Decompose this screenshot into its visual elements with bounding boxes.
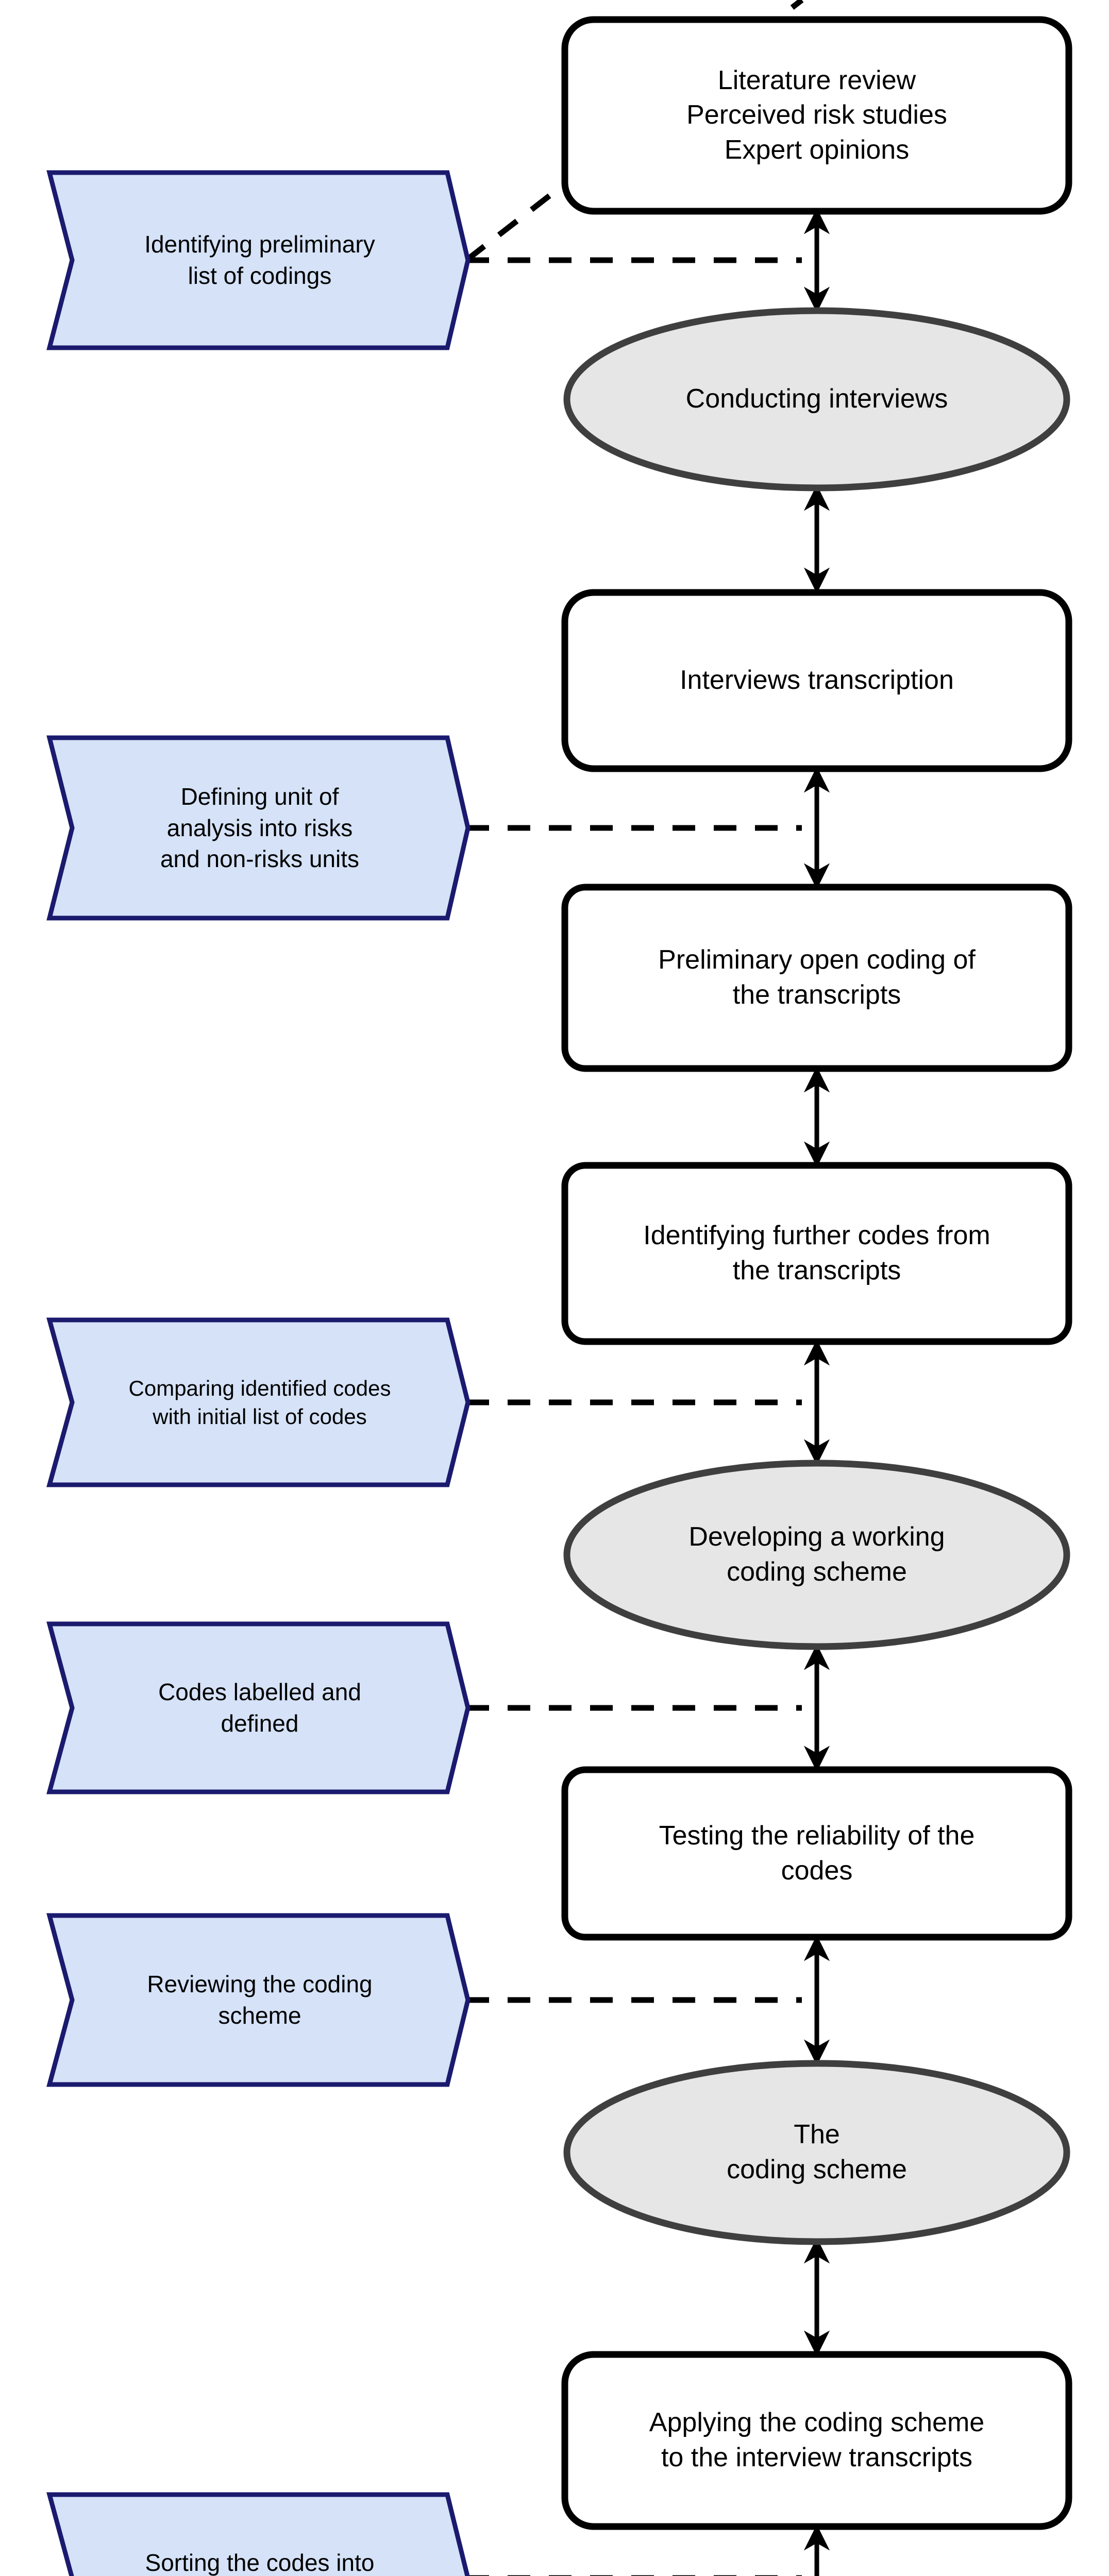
node-n8[interactable] [563,2060,1070,2245]
node-n4[interactable] [561,884,1072,1072]
annotation-a5[interactable] [46,1913,471,2087]
node-n7[interactable] [561,1766,1072,1941]
node-n3[interactable] [561,589,1072,772]
node-n5[interactable] [561,1162,1072,1345]
annotation-a1[interactable] [46,170,471,350]
node-n1[interactable] [561,16,1072,215]
node-n6[interactable] [563,1460,1070,1650]
annotation-a6[interactable] [46,2492,470,2576]
node-n2[interactable] [563,307,1070,492]
annotation-a3[interactable] [46,1317,471,1487]
annotation-a4[interactable] [46,1621,471,1794]
node-n9[interactable] [561,2351,1072,2530]
annotation-a2[interactable] [46,735,471,921]
